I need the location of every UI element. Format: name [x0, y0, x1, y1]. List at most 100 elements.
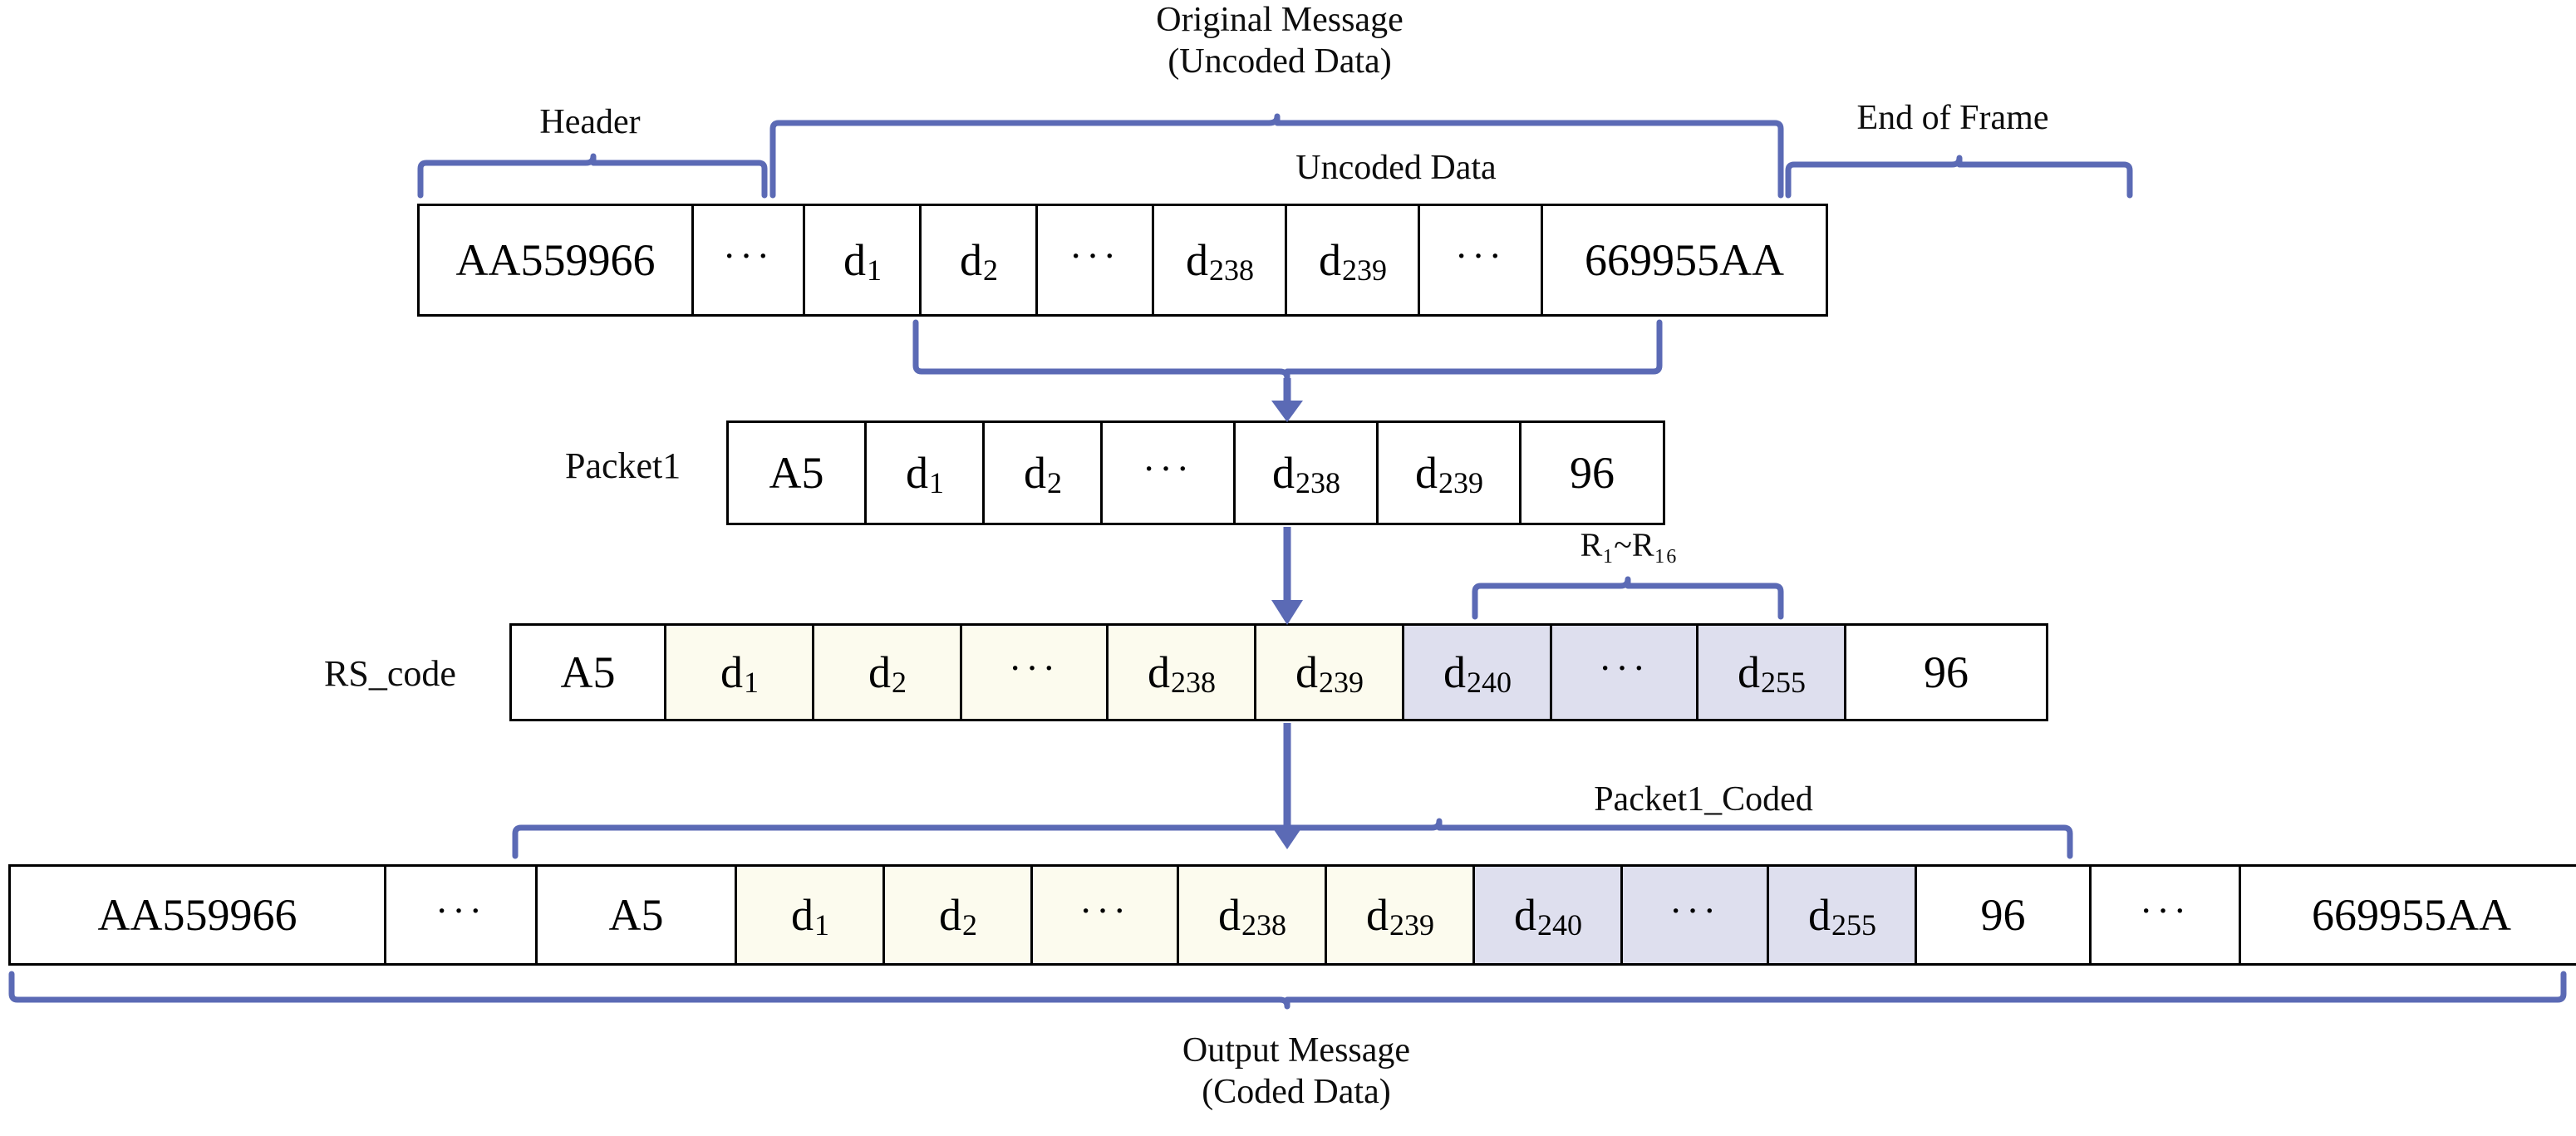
cell-subscript: 240	[1467, 666, 1512, 699]
ellipsis-icon: ···	[1143, 446, 1193, 489]
output-message-line1: Output Message	[1182, 1031, 1411, 1070]
ellipsis-icon: ···	[1009, 646, 1059, 689]
cell-packet1-row-6: 96	[1522, 423, 1663, 523]
cell-output-row-0: AA559966	[11, 867, 386, 963]
cell-subscript: 238	[1209, 253, 1254, 287]
cell-subscript: 2	[983, 253, 998, 287]
cell-output-row-2: A5	[538, 867, 737, 963]
packet-extract-brace	[912, 319, 1663, 381]
packet1-label: Packet1	[565, 445, 681, 486]
ellipsis-icon: ···	[723, 234, 774, 277]
cell-text: d	[1272, 448, 1295, 498]
cell-subscript: 255	[1831, 908, 1876, 942]
cell-text: d	[1024, 448, 1046, 498]
cell-output-row-11: 96	[1917, 867, 2092, 963]
cell-text: d	[791, 890, 814, 940]
ellipsis-icon: ···	[2140, 888, 2190, 932]
ellipsis-icon: ···	[1455, 234, 1506, 277]
packet1-coded-label: Packet1_Coded	[1594, 780, 1813, 819]
cell-text: d	[1218, 890, 1241, 940]
cell-subscript: 2	[1047, 466, 1062, 499]
cell-text: 669955AA	[2312, 890, 2511, 940]
cell-rscode-row-0: A5	[512, 626, 666, 719]
packet1-coded-brace	[512, 818, 2073, 859]
cell-text: A5	[560, 647, 616, 697]
cell-text: d	[1366, 890, 1389, 940]
cell-text: d	[939, 890, 961, 940]
cell-frame-row-0: AA559966	[420, 206, 694, 314]
cell-subscript: 239	[1438, 466, 1483, 499]
header-label: Header	[539, 103, 641, 141]
cell-rscode-row-3: ···	[962, 626, 1109, 719]
header-brace	[417, 153, 768, 199]
cell-output-row-5: ···	[1033, 867, 1179, 963]
cell-output-row-13: 669955AA	[2241, 867, 2576, 963]
cell-text: d	[1514, 890, 1536, 940]
cell-text: d	[960, 235, 982, 285]
cell-text: d	[1186, 235, 1208, 285]
cell-text: d	[843, 235, 866, 285]
cell-text: d	[1295, 647, 1318, 697]
ellipsis-icon: ···	[1079, 888, 1130, 932]
cell-text: d	[1738, 647, 1760, 697]
cell-output-row-1: ···	[386, 867, 538, 963]
cell-text: d	[720, 647, 743, 697]
cell-text: d	[1443, 647, 1466, 697]
cell-rscode-row-7: ···	[1552, 626, 1698, 719]
cell-subscript: 1	[814, 908, 829, 942]
cell-text: 96	[1570, 448, 1615, 498]
cell-subscript: 239	[1319, 666, 1364, 699]
arrow-to-rscode-head	[1271, 600, 1303, 625]
cell-subscript: 1	[929, 466, 944, 499]
end-of-frame-label: End of Frame	[1856, 99, 2049, 137]
output-message-line2: (Coded Data)	[1202, 1072, 1391, 1111]
cell-frame-row-4: ···	[1038, 206, 1154, 314]
cell-frame-row-1: ···	[694, 206, 805, 314]
cell-subscript: 240	[1537, 908, 1582, 942]
cell-packet1-row-0: A5	[729, 423, 867, 523]
cell-text: d	[868, 647, 891, 697]
cell-text: AA559966	[455, 235, 656, 285]
arrow-to-output-head	[1271, 826, 1303, 849]
cell-rscode-row-9: 96	[1846, 626, 2046, 719]
cell-text: AA559966	[97, 890, 297, 940]
cell-text: A5	[769, 448, 824, 498]
ellipsis-icon: ···	[435, 888, 486, 932]
cell-output-row-12: ···	[2092, 867, 2241, 963]
cell-frame-row-8: 669955AA	[1543, 206, 1826, 314]
parity-range-label: R₁~R₁₆	[1580, 526, 1678, 563]
arrow-to-packet1-head	[1271, 401, 1303, 422]
cell-text: A5	[608, 890, 664, 940]
cell-subscript: 238	[1241, 908, 1286, 942]
cell-subscript: 1	[744, 666, 759, 699]
cell-subscript: 238	[1171, 666, 1216, 699]
output-message-title: Output Message (Coded Data)	[1147, 1030, 1446, 1113]
cell-frame-row-7: ···	[1420, 206, 1543, 314]
cell-text: 669955AA	[1585, 235, 1784, 285]
cell-subscript: 239	[1389, 908, 1434, 942]
ellipsis-icon: ···	[1599, 646, 1649, 689]
uncoded-data-label: Uncoded Data	[1295, 149, 1497, 187]
cell-subscript: 239	[1342, 253, 1387, 287]
cell-text: d	[1808, 890, 1831, 940]
ellipsis-icon: ···	[1069, 234, 1120, 277]
